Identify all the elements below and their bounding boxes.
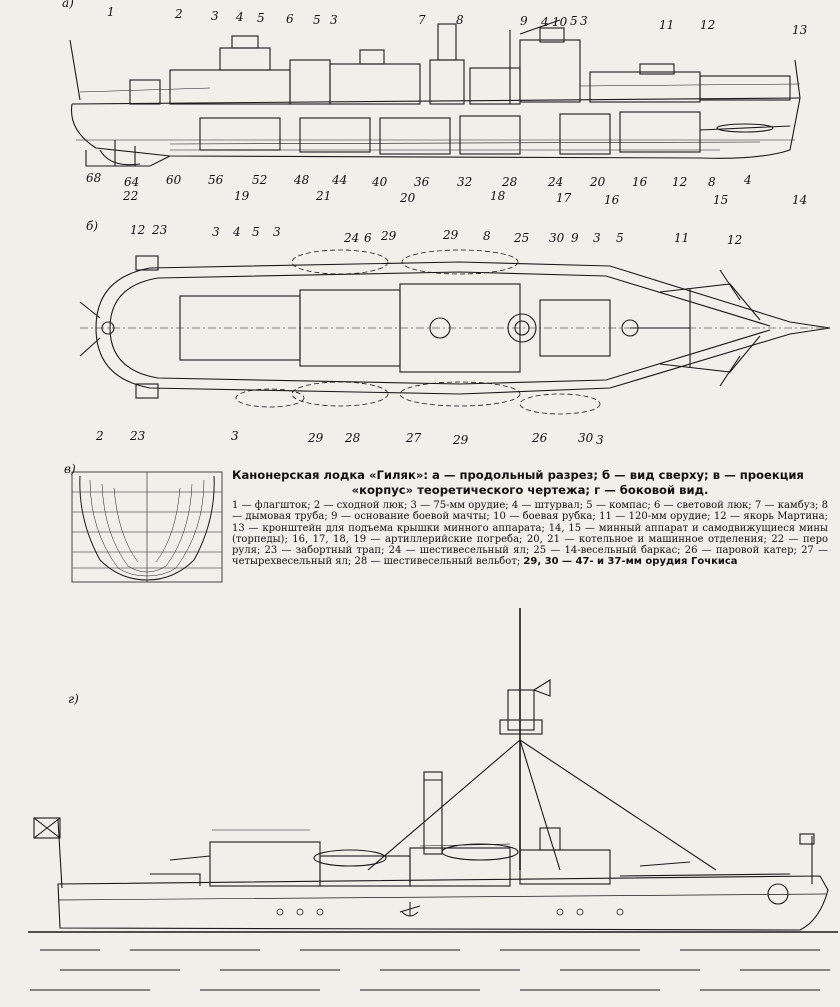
callout-number: 23 <box>130 429 146 443</box>
callout-number: 3 <box>580 14 588 28</box>
callout-number: 30 <box>578 431 594 445</box>
callout-number: 8 <box>456 13 464 27</box>
callout-number: 3 <box>593 231 601 245</box>
callout-number: 3 <box>596 433 604 447</box>
callout-number: 24 <box>344 231 360 245</box>
callout-number: 3 <box>273 225 281 239</box>
callout-number: 10 <box>552 15 568 29</box>
callout-number: 5 <box>313 13 321 27</box>
callout-number: 3 <box>212 225 220 239</box>
caption-legend-last: 29, 30 — 47- и 37-мм орудия Гочкиса <box>523 556 738 568</box>
view-label-v: в) <box>64 462 76 476</box>
callout-number: 4 <box>236 10 244 24</box>
callout-number: 13 <box>792 23 808 37</box>
callout-number: 3 <box>211 9 219 23</box>
frame-number: 15 <box>713 193 729 207</box>
frame-number: 16 <box>604 193 620 207</box>
callout-number: 5 <box>570 14 578 28</box>
frame-number: 36 <box>414 175 430 189</box>
callout-number: 12 <box>727 233 743 247</box>
callout-number: 27 <box>406 431 422 445</box>
view-label-a: а) <box>62 0 74 10</box>
callout-number: 9 <box>520 14 528 28</box>
frame-number: 64 <box>124 175 140 189</box>
callout-number: 8 <box>483 229 491 243</box>
frame-number: 14 <box>792 193 808 207</box>
callout-number: 7 <box>418 13 426 27</box>
frame-number: 18 <box>490 189 506 203</box>
frame-number: 28 <box>502 175 518 189</box>
callout-number: 2 <box>175 7 183 21</box>
callout-number: 4 <box>541 15 549 29</box>
view-label-b: б) <box>86 219 99 233</box>
frame-number: 16 <box>632 175 648 189</box>
frame-number: 56 <box>208 173 224 187</box>
figure-caption: Канонерская лодка «Гиляк»: а — продольны… <box>232 468 828 568</box>
callout-number: 25 <box>514 231 530 245</box>
caption-legend: 1 — флагшток; 2 — сходной люк; 3 — 75-мм… <box>232 500 828 568</box>
caption-title-line2: «корпус» теоретического чертежа; г — бок… <box>351 483 709 497</box>
frame-number: 20 <box>400 191 416 205</box>
caption-title-line1: Канонерская лодка «Гиляк»: а — продольны… <box>232 468 804 482</box>
view-label-g: г) <box>68 692 79 706</box>
callout-number: 5 <box>616 231 624 245</box>
frame-number: 19 <box>234 189 250 203</box>
frame-number: 17 <box>556 191 572 205</box>
callout-number: 6 <box>364 231 372 245</box>
callout-number: 12 <box>700 18 716 32</box>
frame-number: 8 <box>708 175 716 189</box>
frame-number: 32 <box>457 175 473 189</box>
callout-number: 26 <box>532 431 548 445</box>
frame-number: 24 <box>548 175 564 189</box>
callout-number: 6 <box>286 12 294 26</box>
callout-number: 5 <box>257 11 265 25</box>
callout-number: 2 <box>96 429 104 443</box>
callout-number: 4 <box>233 225 241 239</box>
frame-number: 4 <box>744 173 752 187</box>
callout-number: 23 <box>152 223 168 237</box>
callout-number: 29 <box>443 228 459 242</box>
callout-number: 29 <box>381 229 397 243</box>
callout-number: 28 <box>345 431 361 445</box>
callout-number: 1 <box>107 5 115 19</box>
caption-legend-text: 1 — флагшток; 2 — сходной люк; 3 — 75-мм… <box>232 500 828 568</box>
callout-number: 5 <box>252 225 260 239</box>
frame-number: 12 <box>672 175 688 189</box>
frame-number: 40 <box>372 175 388 189</box>
callout-number: 3 <box>330 13 338 27</box>
frame-number: 48 <box>294 173 310 187</box>
frame-number: 21 <box>316 189 332 203</box>
longitudinal-section-drawing <box>69 19 801 167</box>
callout-number: 30 <box>549 231 565 245</box>
frame-number: 22 <box>123 189 139 203</box>
frame-number: 20 <box>590 175 606 189</box>
frame-number: 44 <box>332 173 348 187</box>
frame-number: 60 <box>166 173 182 187</box>
top-view-drawing <box>79 249 831 415</box>
callout-number: 9 <box>571 231 579 245</box>
callout-number: 11 <box>659 18 675 32</box>
callout-number: 29 <box>453 433 469 447</box>
callout-number: 29 <box>308 431 324 445</box>
frame-number: 68 <box>86 171 102 185</box>
callout-number: 11 <box>674 231 690 245</box>
callout-number: 3 <box>231 429 239 443</box>
callout-number: 12 <box>130 223 146 237</box>
frame-number: 52 <box>252 173 268 187</box>
